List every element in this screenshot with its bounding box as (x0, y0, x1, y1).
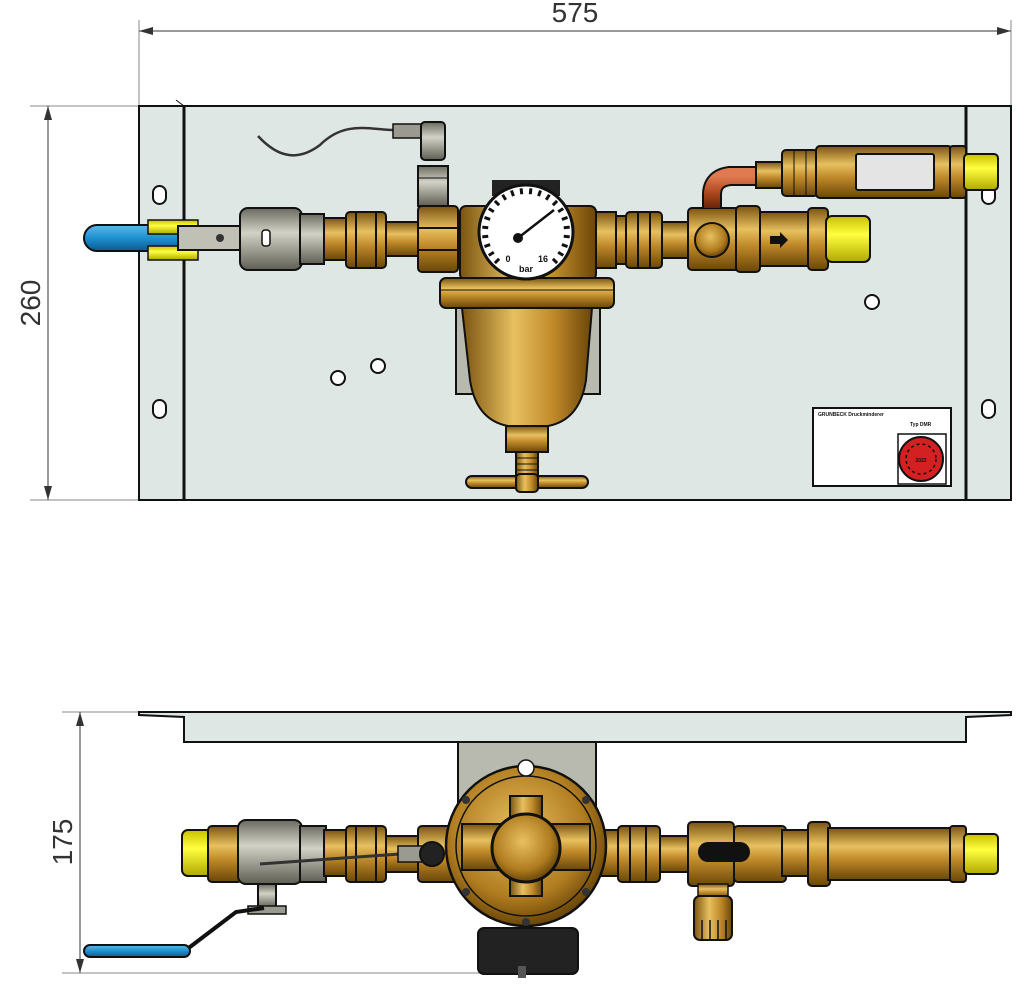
gauge-tick (551, 257, 559, 265)
flow-meter (702, 145, 999, 208)
height-label: 260 (15, 280, 46, 327)
gauge-tick (501, 193, 508, 201)
gauge-tick (561, 216, 569, 221)
seal-text: 2022 (915, 458, 926, 464)
gauge-tick (483, 216, 491, 221)
top-view (83, 711, 1012, 978)
gauge-tick (544, 193, 551, 201)
gauge-tick (519, 188, 524, 195)
gauge-tick (510, 189, 515, 197)
panel-top-edge (138, 711, 1012, 743)
gauge-tick (493, 257, 501, 265)
gauge-tick (551, 199, 559, 207)
outlet-assembly (687, 205, 871, 273)
ball-valve (83, 207, 347, 271)
nameplate-line2: Typ DMR (910, 422, 932, 428)
sensor-top (259, 841, 445, 867)
gauge-tick (487, 207, 495, 214)
nameplate-line1: GRUNBECK Druckminderer (818, 412, 884, 418)
gauge-tick (557, 250, 565, 257)
gauge-tick (563, 234, 570, 239)
gauge-tick (483, 243, 491, 248)
gauge-tick (537, 189, 542, 197)
nameplate: GRUNBECK Druckminderer Typ DMR 2022 (812, 407, 952, 487)
gauge-tick (528, 188, 533, 195)
gauge-unit: bar (519, 264, 534, 274)
dimension-width: 575 (138, 0, 1012, 106)
width-label: 575 (552, 0, 599, 28)
pressure-reducer-top (444, 759, 608, 928)
gauge-max: 16 (538, 254, 548, 264)
pressure-sensor (257, 121, 449, 207)
gauge-min: 0 (505, 254, 510, 264)
depth-label: 175 (47, 819, 78, 866)
piping-front (345, 205, 691, 273)
gauge-tick (563, 225, 570, 230)
front-view: 0 16 bar GRUN (83, 99, 1012, 501)
piping-top (323, 825, 691, 883)
gauge-tick (487, 250, 495, 257)
gauge-tick (561, 243, 569, 248)
pressure-gauge: 0 16 bar (477, 180, 575, 281)
gauge-top (477, 927, 579, 975)
gauge-tick (557, 207, 565, 214)
gauge-tick (493, 199, 501, 207)
ball-valve-top (83, 819, 327, 958)
dimension-depth: 175 (47, 711, 520, 974)
gauge-tick (482, 225, 489, 230)
dimension-height: 260 (15, 105, 139, 501)
gauge-tick (482, 234, 489, 239)
outlet-top (687, 821, 999, 941)
